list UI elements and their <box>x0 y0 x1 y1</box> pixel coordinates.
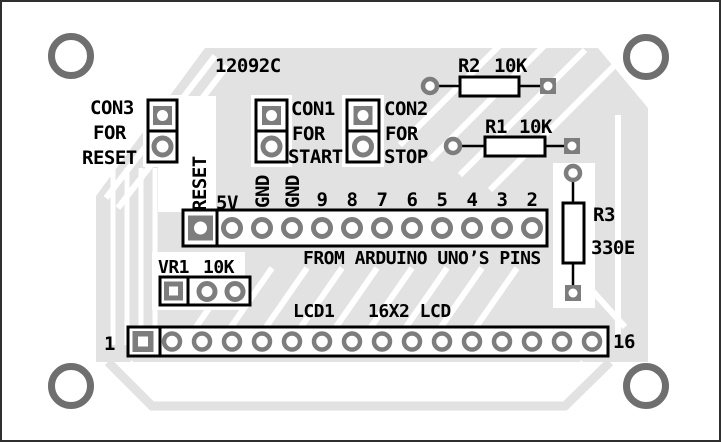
arduino-pin-pad <box>221 217 243 239</box>
arduino-pin-label-reset: RESET <box>189 156 211 211</box>
lcd-ref-label: LCD1 <box>293 301 334 322</box>
con3-word2-label: RESET <box>82 147 137 169</box>
con3-connector <box>146 98 179 164</box>
r1-ref-label: R1 <box>485 116 507 138</box>
lcd-last-pin-label: 16 <box>613 331 635 353</box>
r1-body <box>483 135 547 158</box>
arduino-pin-label-5: 5 <box>437 189 448 211</box>
arduino-pin-label-gnd1: GND <box>252 175 274 208</box>
r3-body <box>561 201 586 265</box>
lcd-pin-pad <box>161 331 183 352</box>
lcd-pin-header <box>126 325 610 358</box>
r2-value-label: 10K <box>494 55 528 77</box>
con3-word1-label: FOR <box>93 122 127 144</box>
arduino-pin-pad <box>431 217 453 239</box>
mounting-hole-bottom-right <box>623 363 669 409</box>
con3-ref-label: CON3 <box>90 97 134 119</box>
lcd-pin-pad <box>431 331 453 352</box>
arduino-pin-pad <box>311 217 333 239</box>
r1-value-label: 10K <box>519 116 553 138</box>
arduino-pin-label-gnd2: GND <box>282 175 304 208</box>
r3-ref-label: R3 <box>593 204 615 226</box>
con2-connector <box>345 98 381 164</box>
lcd-pin-pad <box>551 331 573 352</box>
lcd-pin-pad <box>251 331 273 352</box>
con3-pin2-round-pad <box>151 135 174 158</box>
lcd-first-pin-label: 1 <box>104 333 115 355</box>
lcd-pin-pad <box>341 331 363 352</box>
r3-top-pad <box>563 163 583 183</box>
lcd-pin-pad <box>311 331 333 352</box>
lcd-pin-pad <box>221 331 243 352</box>
arduino-pin-label-4: 4 <box>467 189 478 211</box>
lcd-pin-pad <box>521 331 543 352</box>
mounting-hole-bottom-left <box>48 363 94 409</box>
con1-ref-label: CON1 <box>291 98 335 120</box>
mounting-holes <box>48 33 669 409</box>
arduino-pin-pad <box>341 217 363 239</box>
arduino-pin-pad <box>491 217 513 239</box>
con1-pin2-round-pad <box>260 135 283 158</box>
arduino-pin-label-8: 8 <box>347 189 358 211</box>
con1-word1-label: FOR <box>292 123 326 145</box>
arduino-pin-pad <box>251 217 273 239</box>
arduino-pin-label-3: 3 <box>497 189 508 211</box>
lcd-pin-pad <box>581 331 603 352</box>
arduino-pin-label-9: 9 <box>317 189 328 211</box>
vr1-pin2-round-pad <box>196 281 218 302</box>
con1-word2-label: START <box>288 146 343 168</box>
arduino-pin-pad <box>281 217 303 239</box>
con2-ref-label: CON2 <box>384 98 428 120</box>
lcd-pin-pad <box>281 331 303 352</box>
vr1-ref-label: VR1 <box>158 257 189 278</box>
mounting-hole-top-right <box>623 34 669 80</box>
arduino-header-caption: FROM ARDUINO UNO’S PINS <box>303 248 541 269</box>
vr1-preset <box>158 275 252 307</box>
vr1-pin3-round-pad <box>224 281 246 302</box>
con2-word2-label: STOP <box>384 146 428 168</box>
lcd-pin-pad <box>491 331 513 352</box>
lcd-type-label: 16X2 LCD <box>368 301 451 322</box>
r2-resistor <box>420 75 556 98</box>
con1-connector <box>254 98 289 164</box>
r1-resistor <box>443 135 580 158</box>
con2-pin2-round-pad <box>352 135 374 158</box>
lcd-pin-pad <box>371 331 393 352</box>
arduino-pin-pad <box>521 217 543 239</box>
r2-ref-label: R2 <box>458 55 480 77</box>
arduino-pin-label-5v: 5V <box>216 192 238 214</box>
arduino-pin-label-2: 2 <box>527 189 538 211</box>
arduino-pin-header <box>181 208 549 248</box>
r2-body <box>458 75 521 98</box>
con2-word1-label: FOR <box>385 123 419 145</box>
arduino-pin-pad <box>401 217 423 239</box>
r3-resistor <box>561 163 586 301</box>
arduino-pin-label-6: 6 <box>407 189 418 211</box>
r3-value-label: 330E <box>591 237 635 259</box>
r2-left-pad <box>420 76 440 96</box>
lcd-pin-pad <box>461 331 483 352</box>
arduino-pin-label-7: 7 <box>377 189 388 211</box>
arduino-pin-pad <box>461 217 483 239</box>
vr1-value-label: 10K <box>203 257 235 278</box>
lcd-pin-pad <box>401 331 423 352</box>
mounting-hole-top-left <box>48 33 94 79</box>
lcd-pin-pad <box>191 331 213 352</box>
r1-left-pad <box>443 136 463 156</box>
arduino-pin-pad <box>371 217 393 239</box>
board-code-label: 12092C <box>215 55 281 77</box>
